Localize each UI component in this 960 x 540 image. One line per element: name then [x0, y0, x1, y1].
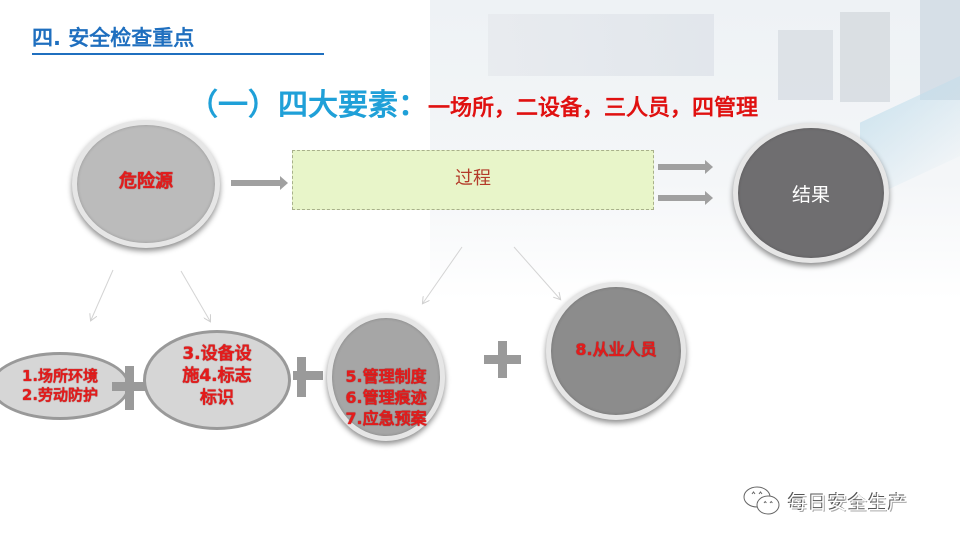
slide-title: 四. 安全检查重点: [32, 23, 324, 55]
arrow-to-element-5: [423, 246, 463, 303]
wechat-icon: [743, 486, 780, 515]
element-8-label: 8.从业人员: [575, 340, 657, 359]
element-node-8: 8.从业人员: [546, 282, 686, 420]
arrow-right-icon: [658, 160, 713, 174]
arrow-right-icon: [231, 176, 288, 190]
element-node-1: 1.场所环境 2.劳动防护: [0, 352, 130, 420]
slide-subtitle: （一）四大要素：一场所，二设备，三人员，四管理: [188, 80, 758, 124]
background-poster: [778, 30, 833, 100]
process-box: 过程: [292, 150, 654, 210]
arrow-to-element-1: [91, 269, 114, 320]
watermark-text: 每日安全生产: [788, 491, 909, 514]
background-screen: [488, 14, 714, 76]
element-5-label: 5.管理制度 6.管理痕迹 7.应急预案: [345, 366, 427, 428]
watermark: 每日安全生产: [742, 484, 908, 518]
subtitle-prefix: （一）四大要素：: [188, 88, 428, 123]
element-1-label: 1.场所环境 2.劳动防护: [21, 367, 99, 404]
element-node-5: 5.管理制度 6.管理痕迹 7.应急预案: [327, 313, 445, 441]
result-label: 结果: [791, 183, 830, 206]
result-node: 结果: [733, 123, 889, 263]
element-3-label: 3.设备设 施4.标志 标识: [182, 344, 252, 408]
subtitle-items: 一场所，二设备，三人员，四管理: [428, 96, 759, 121]
hazard-source-node: 危险源: [72, 120, 220, 248]
hazard-source-label: 危险源: [119, 171, 173, 192]
background-poster: [840, 12, 890, 102]
arrow-to-element-3: [180, 270, 210, 321]
element-node-3: 3.设备设 施4.标志 标识: [143, 330, 291, 430]
process-label: 过程: [455, 168, 491, 189]
arrow-right-icon: [658, 191, 713, 205]
arrow-to-element-8: [513, 246, 560, 299]
